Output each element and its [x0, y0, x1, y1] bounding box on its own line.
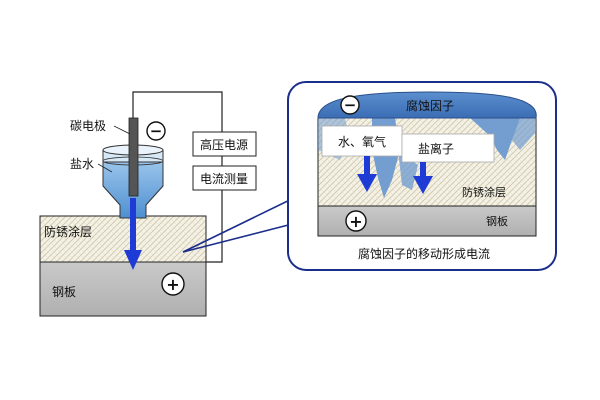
- water-oxygen-box: 水、氧气: [321, 125, 403, 157]
- negative-terminal-left: −: [146, 121, 166, 141]
- coating-label-right: 防锈涂层: [462, 185, 506, 199]
- svg-text:盐离子: 盐离子: [418, 141, 454, 156]
- negative-terminal-right: −: [340, 95, 360, 115]
- current-measurement-box: 电流测量: [192, 165, 257, 191]
- svg-text:+: +: [166, 275, 179, 294]
- positive-terminal-right: +: [345, 210, 367, 232]
- coating-label-left: 防锈涂层: [44, 224, 92, 239]
- salt-water-label: 盐水: [70, 157, 94, 171]
- salt-ion-arrow: [413, 162, 433, 194]
- callout-lines: [182, 194, 301, 253]
- water-oxygen-arrow: [357, 156, 377, 192]
- svg-text:+: +: [349, 212, 362, 231]
- corrosion-factor-label: 腐蚀因子: [406, 98, 454, 113]
- svg-text:高压电源: 高压电源: [200, 137, 248, 152]
- current-arrow-left: [124, 198, 142, 270]
- carbon-electrode-label: 碳电极: [70, 119, 106, 133]
- positive-terminal-left: +: [161, 272, 185, 296]
- salt-water-pointer: [97, 163, 113, 173]
- callout-caption: 腐蚀因子的移动形成电流: [358, 246, 490, 261]
- carbon-electrode: [128, 117, 139, 197]
- beaker: [102, 117, 164, 219]
- coating-layer-left: [39, 215, 207, 263]
- steel-plate-label-left: 钢板: [52, 285, 76, 299]
- svg-text:水、氧气: 水、氧气: [338, 134, 386, 149]
- corrosion-factor-layer: 腐蚀因子: [317, 91, 537, 119]
- carbon-electrode-pointer: [113, 125, 131, 135]
- steel-plate-label-right: 钢板: [486, 214, 508, 228]
- salt-ion-box: 盐离子: [401, 133, 495, 163]
- svg-text:电流测量: 电流测量: [200, 172, 248, 186]
- high-voltage-source-box: 高压电源: [192, 131, 257, 157]
- svg-text:−: −: [150, 122, 163, 140]
- svg-text:−: −: [344, 96, 357, 114]
